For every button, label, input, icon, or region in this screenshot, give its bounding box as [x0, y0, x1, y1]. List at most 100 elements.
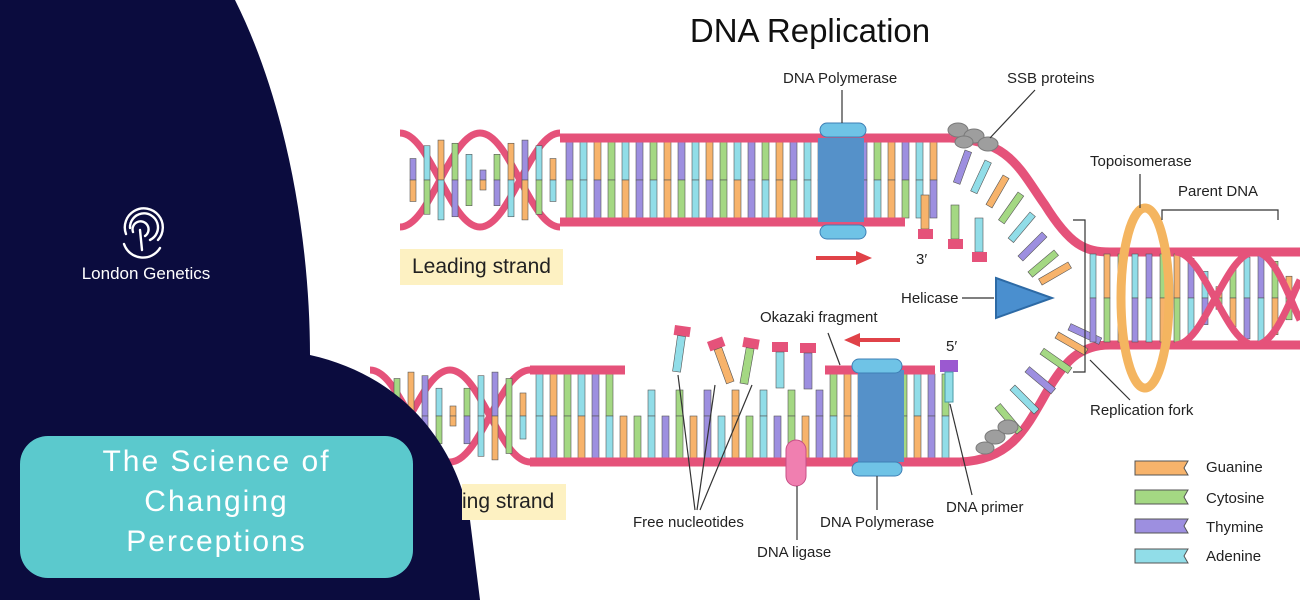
base-pair: [663, 141, 672, 181]
base-pair: [565, 141, 574, 181]
base-pair: [647, 389, 656, 417]
base-pair: [661, 415, 670, 459]
base-pair: [465, 179, 473, 206]
legend-label-cytosine: Cytosine: [1206, 490, 1265, 507]
nucleotide-base: [803, 352, 813, 390]
base-pair: [549, 415, 558, 459]
base-pair: [463, 387, 471, 417]
base-pair: [719, 179, 728, 219]
label-okazaki-fragment: Okazaki fragment: [760, 309, 878, 326]
base-pair: [1145, 253, 1153, 299]
nucleotide-base: [672, 335, 686, 373]
free-nucleotide: [672, 325, 691, 373]
dna-primer-shape: [940, 360, 958, 403]
base-pair: [579, 179, 588, 219]
base-pair: [775, 179, 784, 219]
base-pair: [705, 141, 714, 181]
base-pair: [479, 179, 487, 191]
base-pair: [535, 179, 543, 215]
nucleotide-head: [948, 239, 963, 249]
base-pair: [1054, 331, 1089, 356]
base-pair: [1024, 366, 1056, 395]
base-pair: [1173, 297, 1181, 343]
leader-lines: [677, 89, 1279, 540]
direction-arrow-bottom: [844, 333, 900, 347]
base-pair: [507, 142, 515, 181]
base-pair: [493, 154, 501, 181]
nucleotide-head: [673, 325, 691, 338]
base-pair: [649, 141, 658, 181]
base-pair: [463, 415, 471, 445]
base-pair: [927, 373, 936, 417]
base-pair: [927, 415, 936, 459]
base-pair: [929, 141, 938, 181]
base-pair: [952, 149, 972, 185]
base-pair: [409, 179, 417, 202]
base-pair: [887, 179, 896, 219]
base-pair: [929, 179, 938, 219]
tagline-line-1: The Science of: [102, 445, 331, 478]
fingerprint-logo-icon: [122, 207, 165, 259]
base-pair: [1173, 253, 1181, 299]
legend-label-thymine: Thymine: [1206, 519, 1264, 536]
base-pair: [1103, 297, 1111, 343]
base-pair: [593, 141, 602, 181]
base-pair: [691, 141, 700, 181]
ssb-proteins-top: [947, 122, 999, 152]
base-pair: [1257, 253, 1265, 299]
legend-swatch-guanine: [1134, 460, 1189, 476]
free-nucleotide: [800, 343, 816, 390]
base-pair: [913, 415, 922, 459]
nucleotide-head: [772, 342, 788, 352]
base-pair: [985, 174, 1010, 209]
base-pair: [901, 141, 910, 181]
lagging-strand-label: ing strand: [462, 484, 567, 520]
tagline-line-3: Perceptions: [126, 525, 307, 558]
base-pair: [633, 415, 642, 459]
base-pair: [733, 141, 742, 181]
base-pair: [913, 373, 922, 417]
base-pair: [829, 373, 838, 417]
base-pair: [677, 179, 686, 219]
topoisomerase-ring: [1116, 203, 1174, 393]
label-parent-dna: Parent DNA: [1178, 183, 1259, 200]
base-pair: [731, 389, 740, 417]
base-pair: [435, 387, 443, 417]
base-pair: [787, 389, 796, 417]
base-pair: [621, 141, 630, 181]
nucleotide-base: [974, 217, 984, 253]
base-pair: [521, 179, 529, 221]
base-pair: [759, 415, 768, 459]
base-pair: [970, 159, 992, 195]
base-pair: [451, 142, 459, 181]
base-pair: [563, 373, 572, 417]
base-pair: [465, 154, 473, 181]
base-pair: [607, 141, 616, 181]
base-pair: [1131, 297, 1139, 343]
incoming-nucleotides-top: [918, 194, 987, 262]
leading-strand-label: Leading strand: [400, 249, 563, 285]
base-pair: [691, 179, 700, 219]
base-pair: [705, 179, 714, 219]
base-pair: [423, 179, 431, 215]
base-pair: [491, 415, 499, 461]
nucleotide-base: [775, 351, 785, 389]
base-pair: [505, 415, 513, 454]
base-pair: [1145, 297, 1153, 343]
base-pair: [998, 191, 1025, 225]
base-pair: [449, 415, 457, 427]
base-pair: [733, 179, 742, 219]
base-pair: [675, 415, 684, 459]
label-dna-ligase: DNA ligase: [757, 544, 832, 561]
legend-label-adenine: Adenine: [1206, 548, 1262, 565]
base-pair: [1027, 249, 1059, 278]
free-nucleotide: [739, 337, 760, 385]
base-pair: [941, 415, 950, 459]
dna-polymerase-bottom: [851, 358, 904, 477]
nucleotide-head: [918, 229, 933, 239]
nucleotide-head: [800, 343, 816, 353]
base-pair: [549, 373, 558, 417]
base-pair: [635, 141, 644, 181]
base-pair: [747, 179, 756, 219]
label-replication-fork: Replication fork: [1090, 402, 1194, 419]
